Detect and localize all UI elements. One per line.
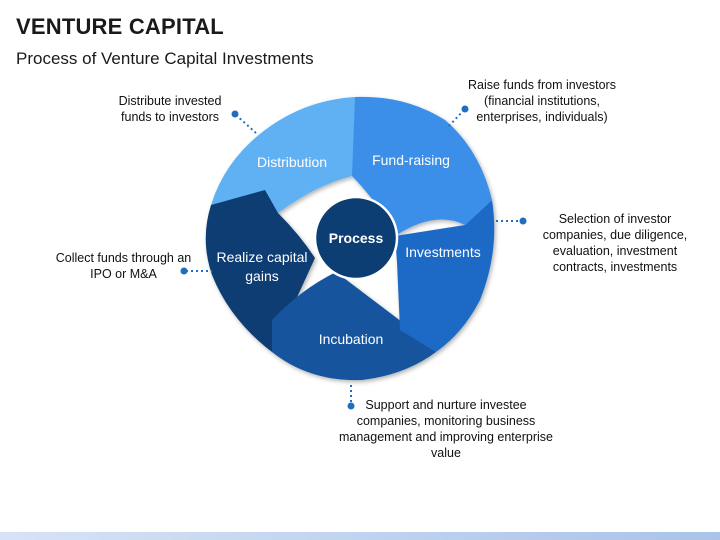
callout-realize-gains: Collect funds through an IPO or M&A [55, 251, 192, 281]
segment-investments [395, 200, 495, 352]
segment-label-investments: Investments [405, 244, 480, 260]
center-process-label: Process [329, 230, 384, 246]
footer-bar [0, 532, 720, 540]
segment-label-distribution: Distribution [257, 154, 327, 170]
segment-label-realize-line-1: Realize capital [216, 249, 307, 265]
segment-distribution [211, 97, 370, 213]
segment-label-realize-line-2: gains [245, 268, 278, 284]
page-title: VENTURE CAPITAL [16, 14, 224, 39]
connector-fund-raising [446, 109, 465, 129]
segment-label-incubation: Incubation [319, 331, 384, 347]
segment-label-fund-raising: Fund-raising [372, 152, 450, 168]
page-subtitle: Process of Venture Capital Investments [16, 49, 314, 68]
center-process-circle [313, 195, 399, 281]
callout-fund-raising: Raise funds from investors (financial in… [468, 78, 616, 124]
segment-fund-raising [352, 96, 492, 236]
connector-dot-fund-raising [461, 105, 469, 113]
connector-dot-distribution [231, 110, 239, 118]
connector-dot-incubation [347, 402, 355, 410]
connector-dot-investments [519, 217, 527, 225]
segment-incubation [272, 272, 436, 381]
callout-investments: Selection of investor companies, due dil… [542, 212, 688, 274]
callout-distribution: Distribute invested funds to investors [118, 94, 222, 124]
connector-dot-realize [180, 267, 188, 275]
callout-incubation: Support and nurture investee companies, … [338, 398, 553, 460]
